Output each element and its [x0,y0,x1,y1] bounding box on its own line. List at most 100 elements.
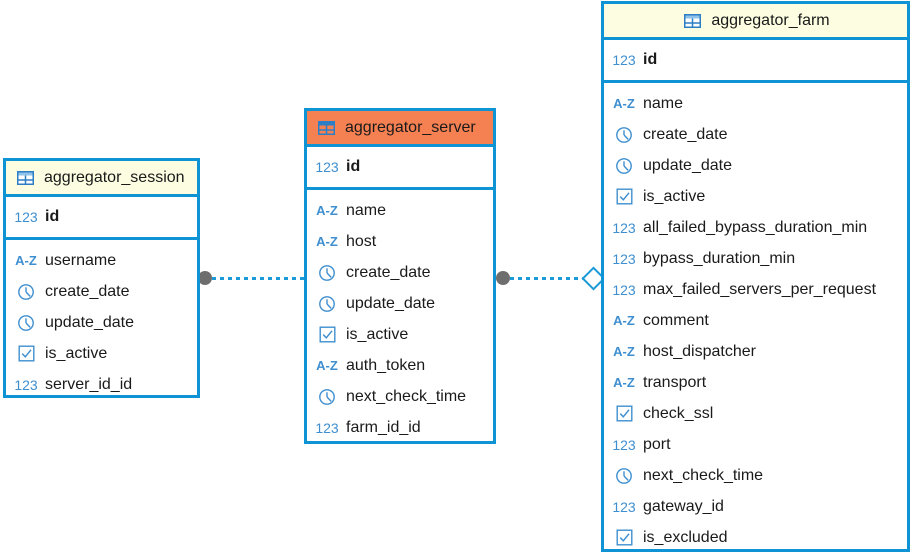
column-name: id [346,157,361,175]
entity-title: aggregator_server [345,118,476,136]
boolean-type-icon [316,325,338,345]
column-name: create_date [45,282,130,300]
relationship-line [510,276,584,280]
column-row-update-date[interactable]: update_date [6,307,197,338]
text-type-icon: A-Z [15,253,37,268]
number-type-icon: 123 [612,498,636,515]
column-name: port [643,435,671,453]
column-name: farm_id_id [346,418,421,436]
column-name: username [45,251,117,269]
entity-columns-section-aggregator-farm: A-Z name create_date [604,83,907,559]
column-name: check_ssl [643,404,714,422]
column-name: host [346,232,377,250]
column-row-is-excluded[interactable]: is_excluded [604,522,907,553]
column-name: next_check_time [643,466,764,484]
column-row-host[interactable]: A-Z host [307,226,493,257]
entity-primary-key-section-aggregator-server: 123 id [307,147,493,190]
column-row-is-active[interactable]: is_active [6,338,197,369]
column-name: id [45,207,60,225]
column-row-is-active[interactable]: is_active [307,319,493,350]
relationship-endpoint-circle-icon [496,271,510,285]
column-row-create-date[interactable]: create_date [6,276,197,307]
column-row-bypass-duration-min[interactable]: 123 bypass_duration_min [604,243,907,274]
entity-table-aggregator-session[interactable]: aggregator_session 123 id A-Z username [3,158,200,398]
column-row-check-ssl[interactable]: check_ssl [604,398,907,429]
column-row-id[interactable]: 123 id [604,44,907,75]
entity-table-aggregator-server[interactable]: aggregator_server 123 id A-Z name A-Z [304,108,496,444]
column-name: update_date [643,156,732,174]
boolean-type-icon [15,344,37,364]
column-row-update-date[interactable]: update_date [604,150,907,181]
entity-primary-key-section-aggregator-session: 123 id [6,197,197,240]
column-row-username[interactable]: A-Z username [6,245,197,276]
text-type-icon: A-Z [316,234,338,249]
column-name: next_check_time [346,387,467,405]
number-type-icon: 123 [612,219,636,236]
boolean-type-icon [613,187,635,207]
column-row-max-failed-servers-per-request[interactable]: 123 max_failed_servers_per_request [604,274,907,305]
entity-columns-section-aggregator-server: A-Z name A-Z host create_date [307,190,493,449]
column-row-auth-token[interactable]: A-Z auth_token [307,350,493,381]
column-name: host_dispatcher [643,342,756,360]
entity-title: aggregator_session [44,168,185,186]
datetime-type-icon [316,387,338,407]
relationship-line [212,276,306,280]
datetime-type-icon [316,263,338,283]
column-name: create_date [643,125,728,143]
column-row-is-active[interactable]: is_active [604,181,907,212]
entity-table-aggregator-farm[interactable]: aggregator_farm 123 id A-Z name [601,1,910,552]
column-name: is_active [643,187,706,205]
column-name: is_active [45,344,108,362]
column-name: all_failed_bypass_duration_min [643,218,868,236]
column-row-farm-id-id[interactable]: 123 farm_id_id [307,412,493,443]
relationship-endpoint-circle-icon [198,271,212,285]
entity-header-aggregator-farm[interactable]: aggregator_farm [604,4,907,40]
entity-title: aggregator_farm [711,11,830,29]
text-type-icon: A-Z [316,203,338,218]
column-row-host-dispatcher[interactable]: A-Z host_dispatcher [604,336,907,367]
datetime-type-icon [613,466,635,486]
column-row-all-failed-bypass-duration-min[interactable]: 123 all_failed_bypass_duration_min [604,212,907,243]
boolean-type-icon [613,528,635,548]
column-name: comment [643,311,709,329]
datetime-type-icon [613,156,635,176]
column-row-gateway-id[interactable]: 123 gateway_id [604,491,907,522]
boolean-type-icon [613,404,635,424]
column-name: id [643,50,658,68]
column-row-create-date[interactable]: create_date [604,119,907,150]
column-name: name [643,94,684,112]
column-row-id[interactable]: 123 id [307,151,493,182]
column-row-id[interactable]: 123 id [6,201,197,232]
column-row-next-check-time[interactable]: next_check_time [307,381,493,412]
column-row-name[interactable]: A-Z name [604,88,907,119]
column-name: max_failed_servers_per_request [643,280,877,298]
number-type-icon: 123 [612,436,636,453]
column-row-port[interactable]: 123 port [604,429,907,460]
column-row-name[interactable]: A-Z name [307,195,493,226]
column-row-comment[interactable]: A-Z comment [604,305,907,336]
datetime-type-icon [15,313,37,333]
column-row-create-date[interactable]: create_date [307,257,493,288]
entity-columns-section-aggregator-session: A-Z username create_date [6,240,197,406]
column-row-transport[interactable]: A-Z transport [604,367,907,398]
relationship-server-to-farm[interactable] [496,265,606,291]
text-type-icon: A-Z [613,96,635,111]
column-name: is_excluded [643,528,728,546]
relationship-session-to-server[interactable] [198,267,306,289]
column-name: server_id_id [45,375,133,393]
entity-header-aggregator-server[interactable]: aggregator_server [307,111,493,147]
text-type-icon: A-Z [316,358,338,373]
number-type-icon: 123 [612,51,636,68]
column-row-server-id-id[interactable]: 123 server_id_id [6,369,197,400]
column-name: is_active [346,325,409,343]
column-name: gateway_id [643,497,724,515]
number-type-icon: 123 [315,419,339,436]
number-type-icon: 123 [612,250,636,267]
column-name: auth_token [346,356,426,374]
column-name: update_date [346,294,435,312]
text-type-icon: A-Z [613,375,635,390]
column-row-update-date[interactable]: update_date [307,288,493,319]
entity-header-aggregator-session[interactable]: aggregator_session [6,161,197,197]
column-row-next-check-time[interactable]: next_check_time [604,460,907,491]
